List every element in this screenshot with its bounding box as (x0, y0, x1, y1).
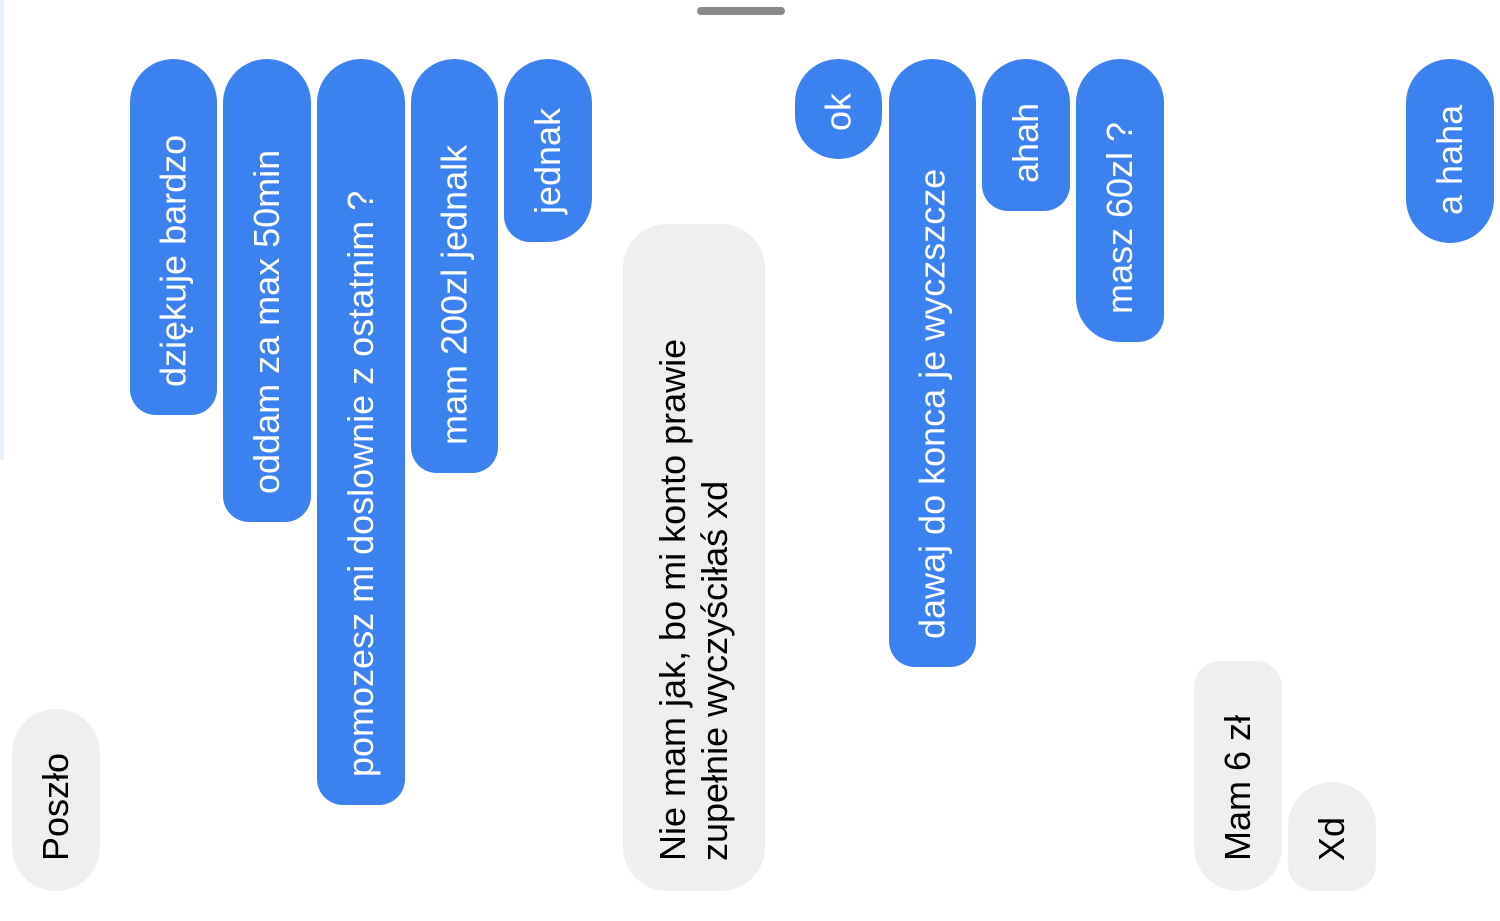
message-text: Xd (1311, 816, 1352, 861)
sent-message-bubble[interactable]: masz 60zl ? (1076, 59, 1164, 342)
message-text: dziękuje bardzo (152, 134, 194, 387)
message-text: Poszło (35, 752, 76, 861)
sent-message-bubble[interactable]: dawaj do konca je wyczszcze (889, 59, 976, 667)
sent-message-bubble[interactable]: a haha (1406, 59, 1494, 243)
received-message-bubble[interactable]: Nie mam jak, bo mi konto prawie zupełnie… (623, 224, 765, 891)
message-text: Mam 6 zł (1217, 714, 1258, 861)
message-text: pomozesz mi doslownie z ostatnim ? (340, 190, 381, 777)
drag-handle[interactable] (697, 7, 785, 15)
sent-message-bubble[interactable]: pomozesz mi doslownie z ostatnim ? (317, 59, 405, 805)
message-text: mam 200zl jednalk (433, 144, 475, 445)
received-message-bubble[interactable]: Poszło (12, 709, 100, 891)
received-message-bubble[interactable]: Mam 6 zł (1194, 661, 1282, 891)
sent-message-bubble[interactable]: jednak (504, 59, 592, 242)
message-text: masz 60zl ? (1099, 121, 1140, 314)
message-text: dawaj do konca je wyczszcze (911, 168, 953, 639)
message-text: Nie mam jak, bo mi konto prawie zupełnie… (652, 338, 735, 861)
message-text: oddam za max 50min (246, 149, 287, 494)
sent-message-bubble[interactable]: mam 200zl jednalk (411, 59, 498, 473)
message-text: a haha (1429, 104, 1470, 215)
message-text: ok (817, 92, 859, 131)
received-message-bubble[interactable]: Xd (1288, 782, 1376, 891)
edge-highlight (0, 0, 4, 460)
sent-message-bubble[interactable]: ok (795, 59, 882, 159)
message-text: ahah (1005, 102, 1046, 183)
sent-message-bubble[interactable]: ahah (982, 59, 1070, 211)
sent-message-bubble[interactable]: dziękuje bardzo (130, 59, 217, 415)
sent-message-bubble[interactable]: oddam za max 50min (223, 59, 311, 522)
message-text: jednak (527, 107, 568, 214)
